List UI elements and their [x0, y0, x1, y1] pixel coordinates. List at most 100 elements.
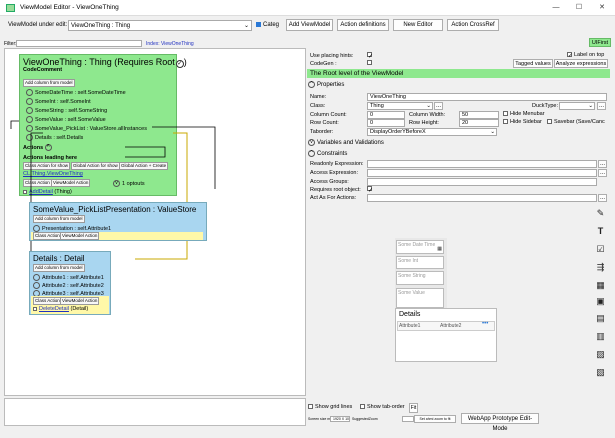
preview-field-int[interactable]: Some Int [396, 256, 444, 269]
properties-section[interactable]: ^Properties [308, 81, 344, 88]
viewmodel-column-row[interactable]: Details : self.Details [26, 134, 83, 141]
label-on-top-checkbox[interactable]: ✓Label on top [567, 52, 605, 60]
bottom-text-pane[interactable] [4, 398, 306, 426]
preview-details-grid[interactable]: Details Attribute1 Attribute2 ••• [395, 308, 497, 362]
row-marker-icon [33, 225, 40, 232]
details-column-row[interactable]: Attribute1 : self.Attribute1 [33, 274, 104, 281]
taborder-select[interactable]: DisplayOrderYBeforeX⌄ [367, 128, 497, 136]
analyze-expressions-button[interactable]: Analyze expressions [554, 59, 608, 68]
details-card[interactable]: Details : Detail Add column from model A… [29, 251, 111, 315]
add-column-button[interactable]: Add column from model [23, 79, 75, 87]
tagged-values-button[interactable]: Tagged values [513, 59, 553, 68]
show-tab-order-checkbox[interactable]: Show tab-order [360, 404, 405, 410]
row-marker-icon [33, 274, 40, 281]
close-icon[interactable]: ✕ [599, 4, 605, 11]
picklist-row[interactable]: Presentation : self.Attribute1 [33, 225, 111, 232]
codegen-checkbox[interactable] [367, 60, 372, 65]
class-action-link[interactable]: CL.Thing.ViewOneThing [23, 171, 83, 177]
calendar-tool-icon[interactable]: ▦ [596, 280, 605, 290]
hide-menubar-checkbox[interactable]: Hide Menubar [503, 111, 545, 117]
preview-field-value[interactable]: Some Value [396, 288, 444, 308]
viewmodel-select[interactable]: ViewOneThing : Thing ⌄ [68, 20, 252, 31]
class-browse-button[interactable]: ... [434, 102, 443, 110]
class-select-value: Thing [370, 103, 384, 109]
viewmodel-canvas[interactable]: ViewOneThing : Thing (Requires Root✓) Co… [4, 48, 306, 396]
more-icon[interactable]: ••• [482, 321, 489, 327]
delete-detail-action[interactable]: DeleteDetail (Detail) [33, 306, 88, 312]
preview-field-string[interactable]: Some String [396, 271, 444, 285]
column-count-input[interactable]: 0 [367, 111, 405, 119]
set-zoom-button[interactable]: Set ahmi zoom to fit [414, 415, 456, 423]
picklist-class-action-button[interactable]: Class Action [33, 232, 62, 240]
grid-tool-icon[interactable]: ▤ [596, 313, 605, 323]
picklist-add-column-button[interactable]: Add column from model [33, 215, 85, 223]
main-viewmodel-card[interactable]: ViewOneThing : Thing (Requires Root✓) Co… [19, 54, 187, 196]
viewmodel-action-button[interactable]: ViewModel Action [51, 179, 91, 187]
picklist-card[interactable]: SomeValue_PickListPresentation : ValueSt… [29, 202, 207, 241]
details-add-column-button[interactable]: Add column from model [33, 264, 85, 272]
savebar-checkbox[interactable]: Savebar (Save/Canc [547, 119, 605, 125]
act-as-for-input[interactable] [367, 194, 597, 202]
access-groups-input[interactable] [367, 178, 597, 186]
maximize-icon[interactable]: ☐ [575, 4, 583, 11]
constraints-section[interactable]: ^Constraints [308, 150, 347, 157]
access-expression-browse[interactable]: ... [598, 169, 607, 177]
global-action-create-button[interactable]: Global Action + Create [119, 162, 169, 170]
viewmodel-label: ViewModel under edit: [8, 22, 68, 28]
viewmodel-column-row[interactable]: SomeValue_PickList : ValueStore.allInsta… [26, 125, 147, 132]
class-action-show-button[interactable]: Class Action for show [23, 162, 71, 170]
action-definitions-button[interactable]: Action definitions [337, 19, 389, 31]
column-width-input[interactable]: 50 [459, 111, 499, 119]
use-placing-hints-checkbox[interactable]: ✓ [367, 52, 374, 60]
webapp-prototype-button[interactable]: WebApp Prototype Edit-Mode [461, 413, 539, 432]
minimize-icon[interactable]: — [552, 4, 560, 11]
screen-size-input[interactable]: 1920 X 1080 [330, 416, 350, 422]
details-viewmodel-action-button[interactable]: ViewModel Action [60, 297, 100, 305]
access-expression-input[interactable] [367, 169, 597, 177]
text-icon[interactable]: T [597, 226, 604, 236]
act-as-for-browse[interactable]: ... [598, 194, 607, 202]
add-detail-action[interactable]: AddDetail (Thing) [23, 189, 72, 195]
class-select[interactable]: Thing⌄ [367, 102, 433, 110]
readonly-expression-browse[interactable]: ... [598, 160, 607, 168]
tab-tool-icon[interactable]: ▥ [596, 331, 605, 341]
row-marker-icon [26, 125, 33, 132]
requires-root-checkbox[interactable]: ✓ [367, 186, 374, 194]
viewmodel-column-row[interactable]: SomeDateTime : self.SomeDateTime [26, 89, 126, 96]
collapse-up-icon[interactable]: ^ [44, 144, 52, 151]
viewmodel-column-row[interactable]: SomeString : self.SomeString [26, 107, 107, 114]
categ-checkbox[interactable]: Categ [256, 22, 279, 28]
add-viewmodel-button[interactable]: Add ViewModel [286, 19, 333, 31]
expand-down-icon: v [308, 139, 315, 146]
readonly-expression-input[interactable] [367, 160, 597, 168]
checkbox-tool-icon[interactable]: ☑ [596, 244, 605, 254]
fit-button[interactable]: Fit [409, 403, 418, 413]
hide-sidebar-checkbox[interactable]: Hide Sidebar [503, 119, 542, 125]
viewmodel-column-row[interactable]: SomeValue : self.SomeValue [26, 116, 106, 123]
combo-tool-icon[interactable]: ⇶ [596, 262, 605, 272]
name-input[interactable]: ViewOneThing [367, 93, 607, 101]
details-class-action-button[interactable]: Class Action [33, 297, 62, 305]
row-marker-icon [26, 98, 33, 105]
suggested-zoom-input[interactable] [402, 416, 414, 422]
row-height-input[interactable]: 20 [459, 119, 499, 127]
ducktype-browse-button[interactable]: ... [597, 102, 606, 110]
viewmodel-column-row[interactable]: SomeInt : self.SomeInt [26, 98, 91, 105]
ducktype-select[interactable]: ⌄ [559, 102, 595, 110]
edit-icon[interactable]: ✎ [596, 208, 605, 218]
show-grid-checkbox[interactable]: Show grid lines [308, 404, 352, 410]
action-crossref-button[interactable]: Action CrossRef [447, 19, 499, 31]
chevron-down-icon: ⌄ [588, 103, 593, 109]
frame-tool-icon[interactable]: ▧ [596, 367, 605, 377]
picklist-viewmodel-action-button[interactable]: ViewModel Action [60, 232, 100, 240]
filter-input[interactable] [16, 40, 142, 47]
uifirst-badge[interactable]: UIFirst [589, 38, 611, 47]
picture-tool-icon[interactable]: ▨ [596, 349, 605, 359]
new-editor-button[interactable]: New Editor [393, 19, 443, 31]
preview-field-datetime[interactable]: Some Date Time▦ [396, 240, 444, 254]
details-column-row[interactable]: Attribute2 : self.Attribute2 [33, 282, 104, 289]
row-count-input[interactable]: 0 [367, 119, 405, 127]
image-tool-icon[interactable]: ▣ [596, 296, 605, 306]
